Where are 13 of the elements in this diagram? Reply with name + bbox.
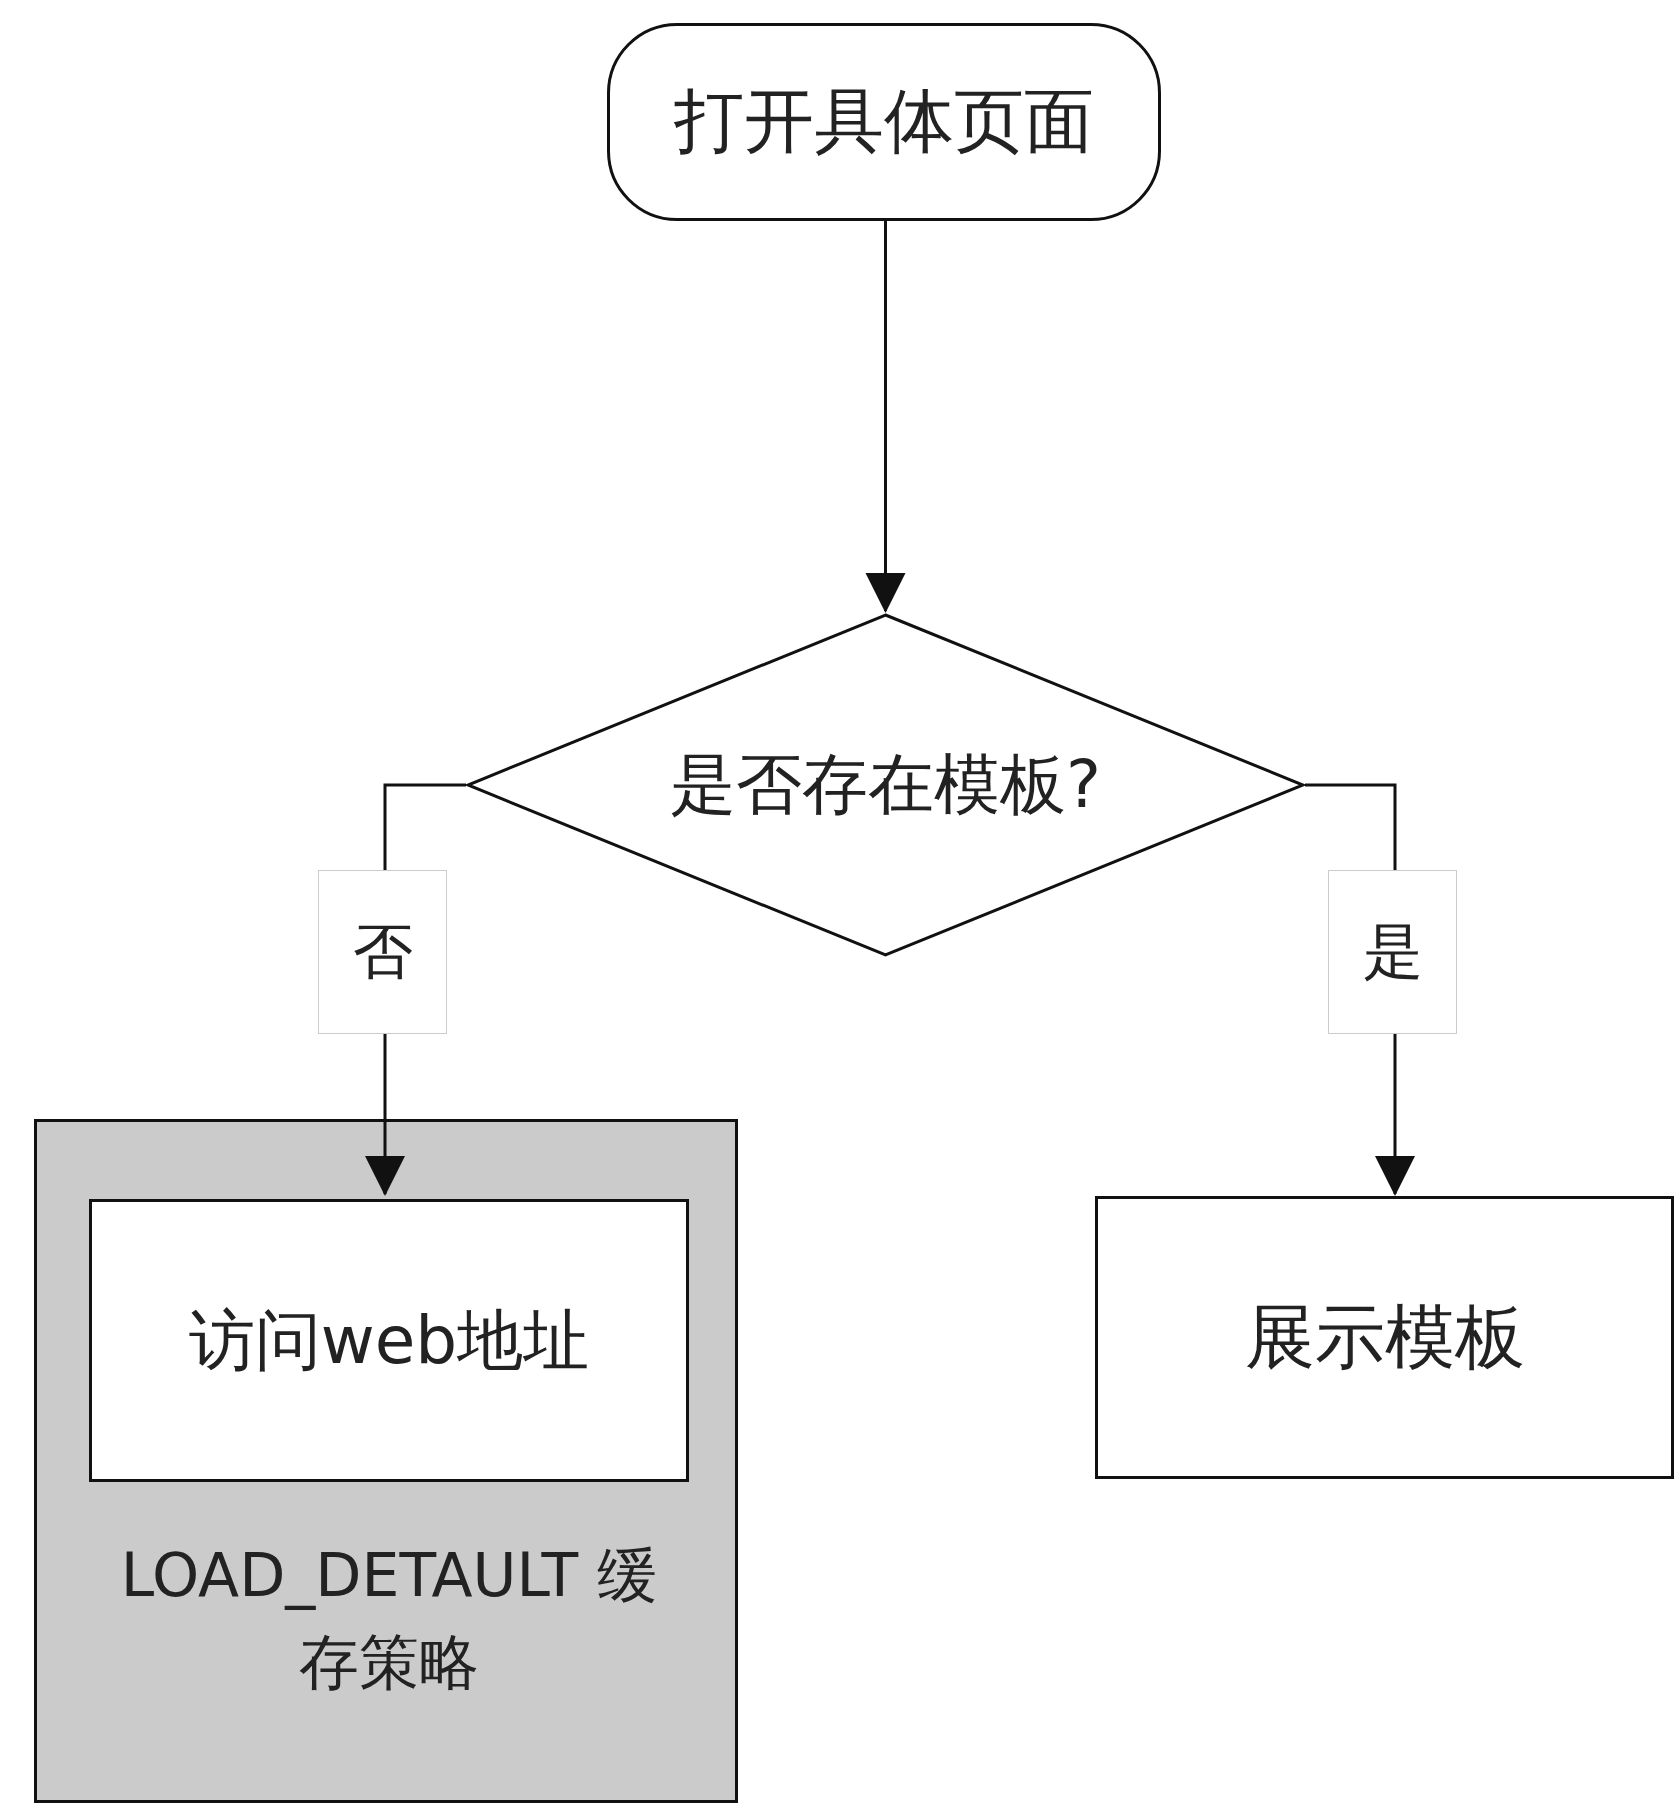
decision-diamond xyxy=(466,613,1305,957)
start-terminal xyxy=(607,23,1161,221)
node-label: 展示模板 xyxy=(1244,1294,1525,1380)
node-label: 访问web地址 xyxy=(188,1300,590,1381)
group-container xyxy=(34,1119,738,1803)
node-label: 打开具体页面 xyxy=(674,79,1094,164)
process-box xyxy=(1095,1196,1674,1479)
node-label: 是否存在模板? xyxy=(670,745,1101,825)
process-box xyxy=(89,1199,689,1482)
edge-label: 否 xyxy=(318,870,447,1034)
edge-label: 是 xyxy=(1328,870,1457,1034)
arrow xyxy=(865,219,906,613)
group-label: LOAD_DETAULT 缓存策略 xyxy=(119,1539,659,1699)
